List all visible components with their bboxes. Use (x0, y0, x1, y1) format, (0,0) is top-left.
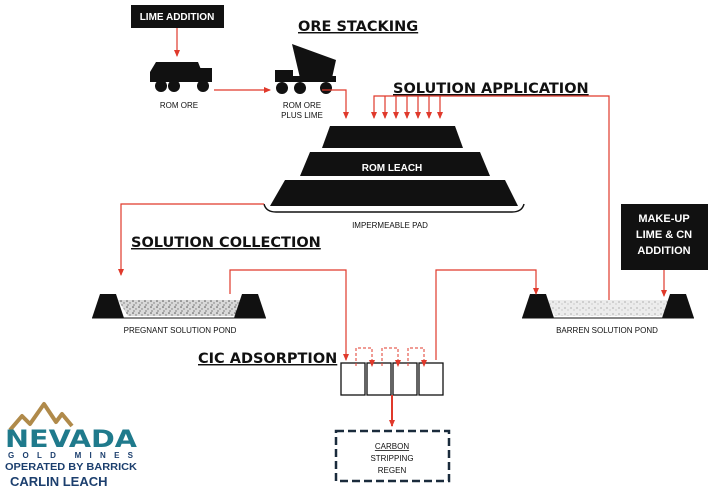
barren-pond-label: BARREN SOLUTION POND (556, 326, 658, 335)
rom-leach-heap (270, 126, 518, 206)
logo-operated: OPERATED BY BARRICK (5, 462, 138, 473)
impermeable-pad-label: IMPERMEABLE PAD (352, 221, 428, 230)
rom-ore-lime-label-2: PLUS LIME (281, 111, 323, 120)
carbon-line-1: CARBON (375, 442, 409, 451)
makeup-line-3: ADDITION (637, 245, 690, 257)
cic-columns (340, 347, 444, 396)
rom-ore-label: ROM ORE (160, 101, 198, 110)
makeup-line-1: MAKE-UP (638, 213, 689, 225)
barren-solution-pond (522, 294, 694, 319)
rom-leach-label: ROM LEACH (362, 163, 423, 174)
pregnant-pond-label: PREGNANT SOLUTION POND (124, 326, 237, 335)
haul-truck-icon (150, 62, 212, 92)
rom-ore-lime-label-1: ROM ORE (283, 101, 321, 110)
lime-addition-box: LIME ADDITION (131, 5, 224, 28)
carbon-stripping-box: CARBON STRIPPING REGEN (334, 429, 451, 483)
solution-collection-heading: SOLUTION COLLECTION (131, 235, 321, 251)
cic-adsorption-heading: CIC ADSORPTION (198, 351, 337, 367)
solution-sprinkler-manifold (371, 95, 610, 303)
collection-line (118, 203, 264, 276)
makeup-line-2: LIME & CN (636, 229, 692, 241)
impermeable-pad-liner (263, 203, 525, 213)
ore-stacking-heading: ORE STACKING (298, 19, 418, 35)
logo-brand: NEVADA (5, 425, 138, 453)
makeup-lime-cn-box: MAKE-UP LIME & CN ADDITION (621, 204, 708, 270)
solution-application-heading: SOLUTION APPLICATION (393, 81, 589, 97)
carbon-line-2: STRIPPING (370, 454, 413, 463)
pregnant-solution-pond (92, 294, 266, 319)
mountain-icon (8, 402, 74, 432)
truck-to-heap-arrow (322, 89, 349, 119)
logo-site: CARLIN LEACH (10, 474, 108, 489)
nevada-gold-mines-logo: NEVADA GOLD MINES OPERATED BY BARRICK CA… (5, 402, 138, 489)
carbon-line-3: REGEN (378, 466, 407, 475)
dumping-truck-icon (275, 44, 336, 94)
lime-addition-text: LIME ADDITION (140, 12, 215, 23)
cic-to-barren-line (435, 269, 539, 360)
pregnant-to-cic-line (229, 269, 349, 361)
